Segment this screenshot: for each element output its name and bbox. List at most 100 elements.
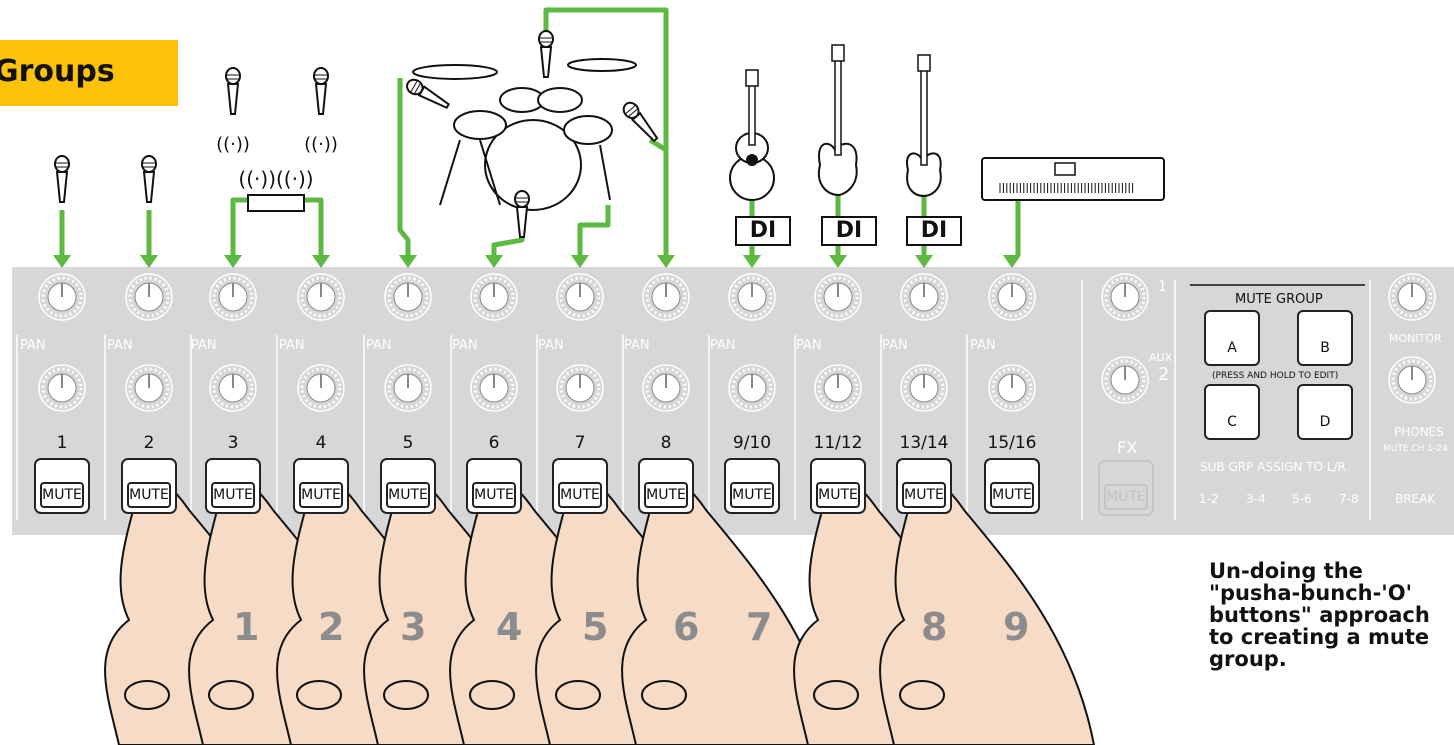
gain-knob[interactable] — [899, 272, 949, 322]
signal-arrow — [485, 255, 503, 268]
di-box: DI — [735, 216, 791, 246]
di-box: DI — [821, 216, 877, 246]
phones-knob[interactable] — [1387, 355, 1437, 405]
pan-label: PAN — [107, 338, 133, 353]
channel-number: 5 — [402, 433, 414, 453]
pan-label: PAN — [279, 338, 305, 353]
pan-knob[interactable] — [208, 363, 258, 413]
gain-knob[interactable] — [641, 272, 691, 322]
pan-knob[interactable] — [555, 363, 605, 413]
mute-label: MUTE — [127, 482, 171, 508]
channel-mute-button[interactable]: MUTE — [724, 458, 780, 514]
fx-mute-button[interactable]: MUTE — [1098, 460, 1154, 516]
pan-knob[interactable] — [727, 363, 777, 413]
mute-label: MUTE — [558, 482, 602, 508]
wireless-receiver-icon: ((·))((·))((·))((·)) — [216, 134, 338, 212]
keyboard-icon — [981, 157, 1165, 201]
mute-group-d-button[interactable]: D — [1297, 384, 1353, 440]
pan-knob[interactable] — [296, 363, 346, 413]
finger-number: 5 — [582, 605, 609, 649]
finger-number: 3 — [400, 605, 427, 649]
mute-label: MUTE — [386, 482, 430, 508]
aux-1-knob[interactable] — [1100, 272, 1150, 322]
pan-knob[interactable] — [124, 363, 174, 413]
channel-number: 11/12 — [813, 433, 863, 453]
gain-knob[interactable] — [555, 272, 605, 322]
channel-number: 15/16 — [987, 433, 1037, 453]
svg-text:((·)): ((·)) — [304, 134, 338, 155]
channel-mute-button[interactable]: MUTE — [380, 458, 436, 514]
channel-mute-button[interactable]: MUTE — [205, 458, 261, 514]
signal-arrow — [1003, 255, 1021, 268]
gain-knob[interactable] — [383, 272, 433, 322]
page-title: Groups — [0, 54, 115, 89]
finger-number: 4 — [496, 605, 523, 649]
signal-arrow — [53, 255, 71, 268]
channel-mute-button[interactable]: MUTE — [293, 458, 349, 514]
channel-mute-button[interactable]: MUTE — [984, 458, 1040, 514]
gain-knob[interactable] — [37, 272, 87, 322]
channel-mute-button[interactable]: MUTE — [121, 458, 177, 514]
pan-label: PAN — [191, 338, 217, 353]
channel-mute-button[interactable]: MUTE — [896, 458, 952, 514]
finger-number: 1 — [233, 605, 260, 649]
gain-knob[interactable] — [296, 272, 346, 322]
sub-group-pair[interactable]: 3-4 — [1246, 492, 1266, 506]
microphone-icon — [141, 155, 157, 203]
signal-cable — [397, 78, 411, 255]
sub-group-pair[interactable]: 7-8 — [1339, 492, 1359, 506]
channel-mute-button[interactable]: MUTE — [466, 458, 522, 514]
microphone-icon — [403, 75, 453, 114]
pan-knob[interactable] — [899, 363, 949, 413]
gain-knob[interactable] — [208, 272, 258, 322]
pan-label: PAN — [710, 338, 736, 353]
mute-label: MUTE — [40, 482, 84, 508]
sub-group-pair[interactable]: 5-6 — [1292, 492, 1312, 506]
gain-knob[interactable] — [987, 272, 1037, 322]
channel-number: 13/14 — [899, 433, 949, 453]
sub-group-title: SUB GRP ASSIGN TO L/R — [1200, 460, 1346, 474]
svg-text:((·))((·)): ((·))((·)) — [238, 167, 313, 191]
microphone-icon — [538, 30, 554, 78]
pan-knob[interactable] — [987, 363, 1037, 413]
microphone-icon — [225, 67, 241, 115]
pan-knob[interactable] — [37, 363, 87, 413]
gain-knob[interactable] — [469, 272, 519, 322]
pan-knob[interactable] — [469, 363, 519, 413]
pan-knob[interactable] — [813, 363, 863, 413]
pan-knob[interactable] — [641, 363, 691, 413]
signal-cable — [577, 205, 611, 255]
channel-mute-button[interactable]: MUTE — [552, 458, 608, 514]
mute-group-title: MUTE GROUP — [1235, 292, 1323, 307]
pan-label: PAN — [452, 338, 478, 353]
fx-mute-label: MUTE — [1104, 484, 1148, 510]
pan-label: PAN — [20, 338, 46, 353]
pan-label: PAN — [366, 338, 392, 353]
gain-knob[interactable] — [124, 272, 174, 322]
signal-arrow — [657, 255, 675, 268]
channel-mute-button[interactable]: MUTE — [34, 458, 90, 514]
drum-kit-icon — [412, 58, 637, 211]
mute-label: MUTE — [472, 482, 516, 508]
gain-knob[interactable] — [813, 272, 863, 322]
mute-group-c-button[interactable]: C — [1204, 384, 1260, 440]
mute-group-b-button[interactable]: B — [1297, 310, 1353, 366]
channel-mute-button[interactable]: MUTE — [638, 458, 694, 514]
monitor-label: MONITOR — [1389, 332, 1442, 345]
aux-label: AUX — [1149, 351, 1173, 364]
finger-number: 2 — [318, 605, 345, 649]
pan-knob[interactable] — [383, 363, 433, 413]
mute-group-a-button[interactable]: A — [1204, 310, 1260, 366]
gain-knob[interactable] — [727, 272, 777, 322]
channel-number: 6 — [488, 433, 500, 453]
sub-group-pair[interactable]: 1-2 — [1199, 492, 1219, 506]
signal-arrow — [571, 255, 589, 268]
bass-guitar-icon — [906, 54, 942, 198]
pan-label: PAN — [624, 338, 650, 353]
monitor-knob[interactable] — [1387, 272, 1437, 322]
pan-label: PAN — [882, 338, 908, 353]
channel-mute-button[interactable]: MUTE — [810, 458, 866, 514]
aux-2-knob[interactable] — [1100, 355, 1150, 405]
acoustic-guitar-icon — [729, 69, 775, 201]
